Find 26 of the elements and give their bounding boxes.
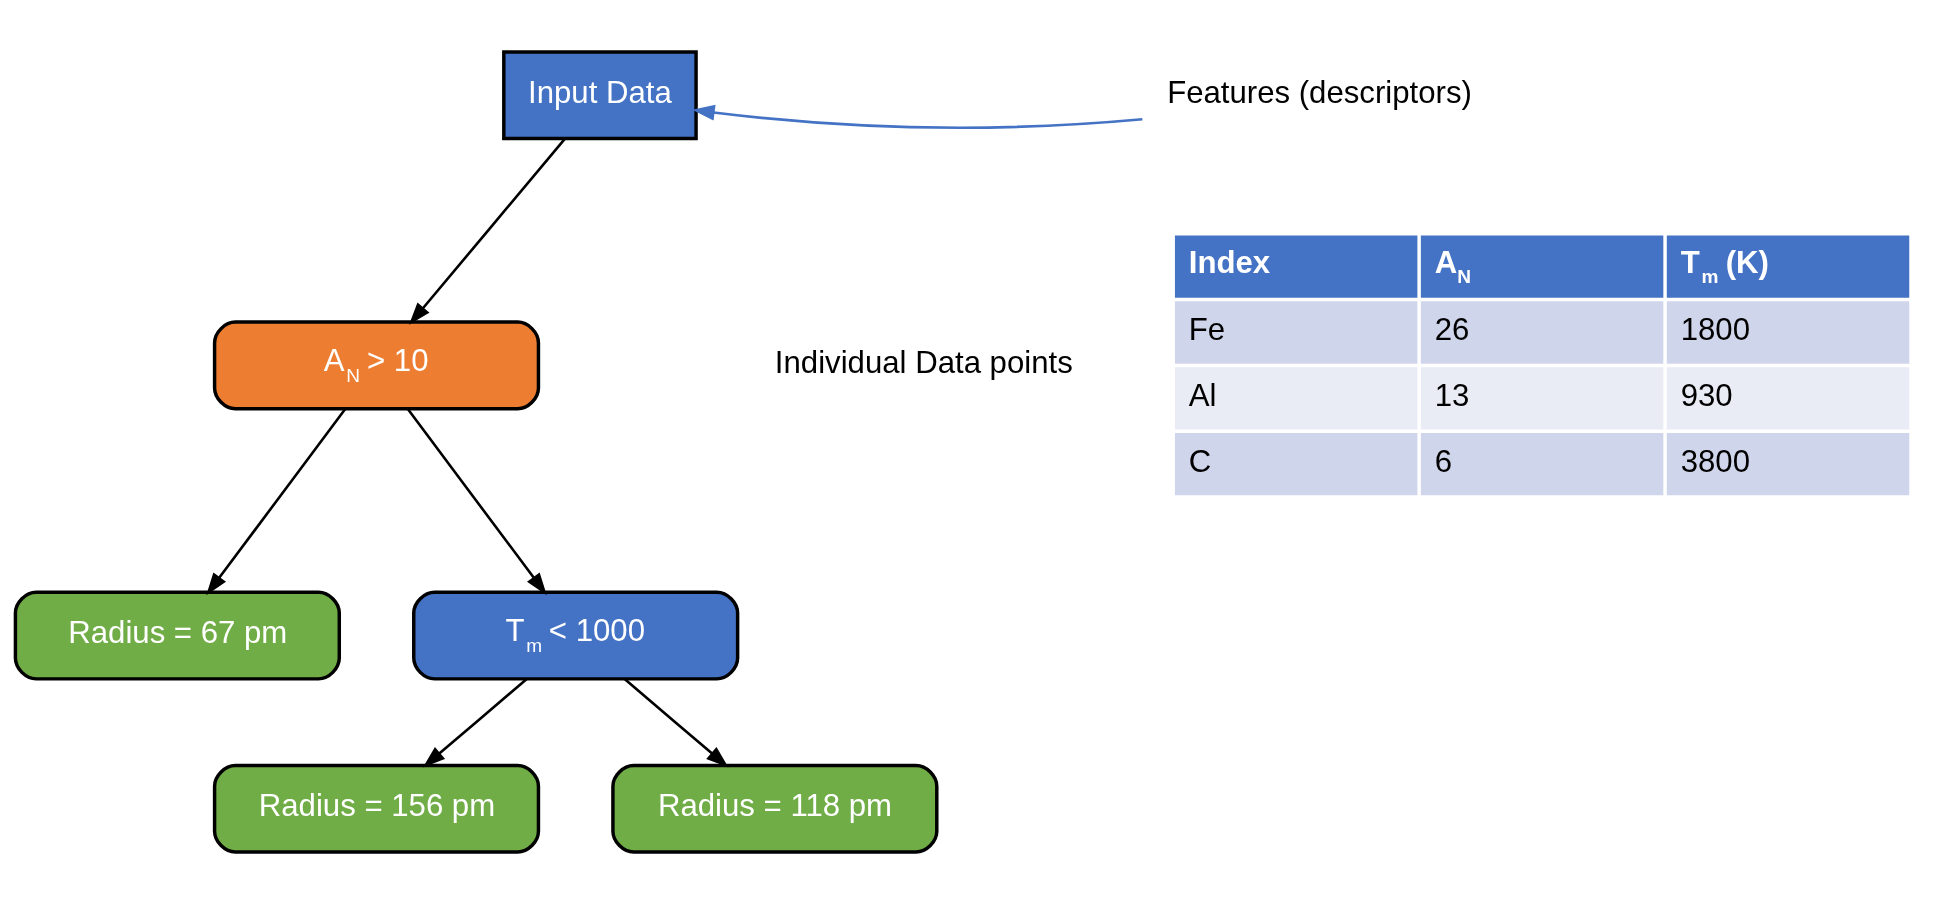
arrow: [406, 408, 547, 596]
label: 930: [1680, 377, 1733, 413]
label: T$_{m}$ (K): [1680, 244, 1769, 288]
node-box: Radius = 156 pm: [212, 763, 541, 854]
label: Fe: [1188, 312, 1226, 348]
label: 13: [1434, 377, 1470, 413]
label: C: [1188, 443, 1212, 479]
arrow: [624, 678, 729, 768]
label: 1800: [1680, 312, 1750, 348]
label: Al: [1188, 377, 1217, 413]
node-box: A$_{N}$ > 10: [212, 320, 541, 411]
arrow: [422, 678, 528, 768]
label: 6: [1434, 443, 1453, 479]
label: Index: [1188, 244, 1271, 280]
label: A$_{N}$: [1434, 244, 1471, 288]
label: 26: [1434, 312, 1470, 348]
node-box: Radius = 118 pm: [611, 763, 939, 854]
arrow: [409, 137, 566, 325]
node-box: Radius = 67 pm: [13, 590, 341, 681]
label: 3800: [1680, 443, 1750, 479]
node-text: Features (descriptors): [1167, 74, 1472, 110]
node-box: Input Data: [502, 50, 698, 141]
arrow: [206, 408, 347, 596]
arrow: [692, 104, 1143, 129]
label: Individual Data points: [774, 345, 1073, 381]
node-box: T$_{m}$ < 1000: [412, 590, 740, 681]
